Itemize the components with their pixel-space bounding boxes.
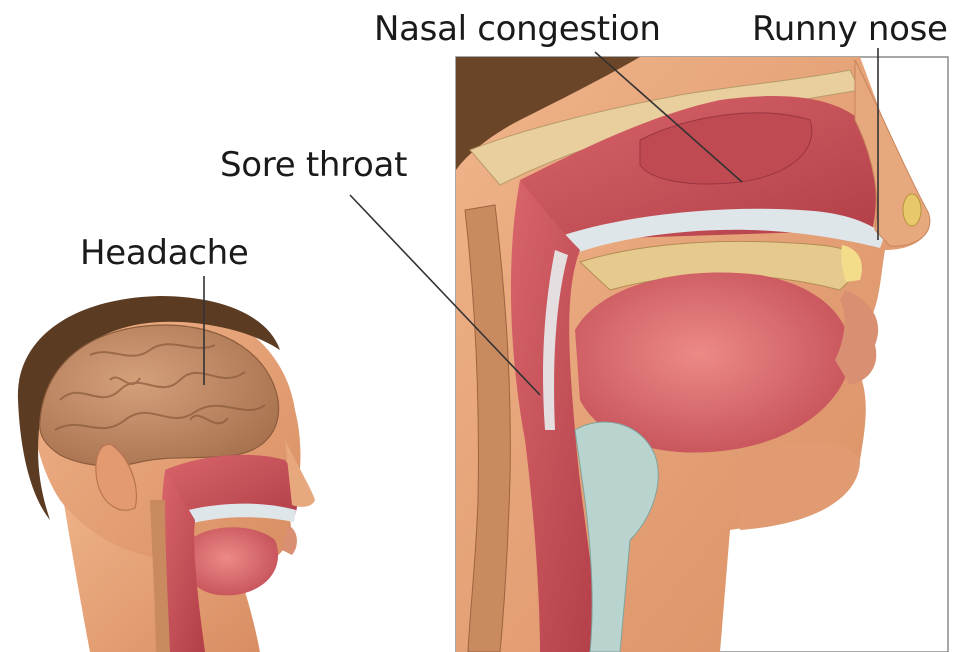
label-runny-nose: Runny nose: [752, 12, 948, 46]
label-nasal-congestion: Nasal congestion: [374, 12, 661, 46]
small-head: [18, 296, 315, 652]
small-tongue: [185, 527, 278, 595]
chin: [730, 442, 860, 530]
nostril: [903, 194, 921, 226]
label-headache: Headache: [80, 236, 249, 270]
label-sore-throat: Sore throat: [220, 148, 407, 182]
